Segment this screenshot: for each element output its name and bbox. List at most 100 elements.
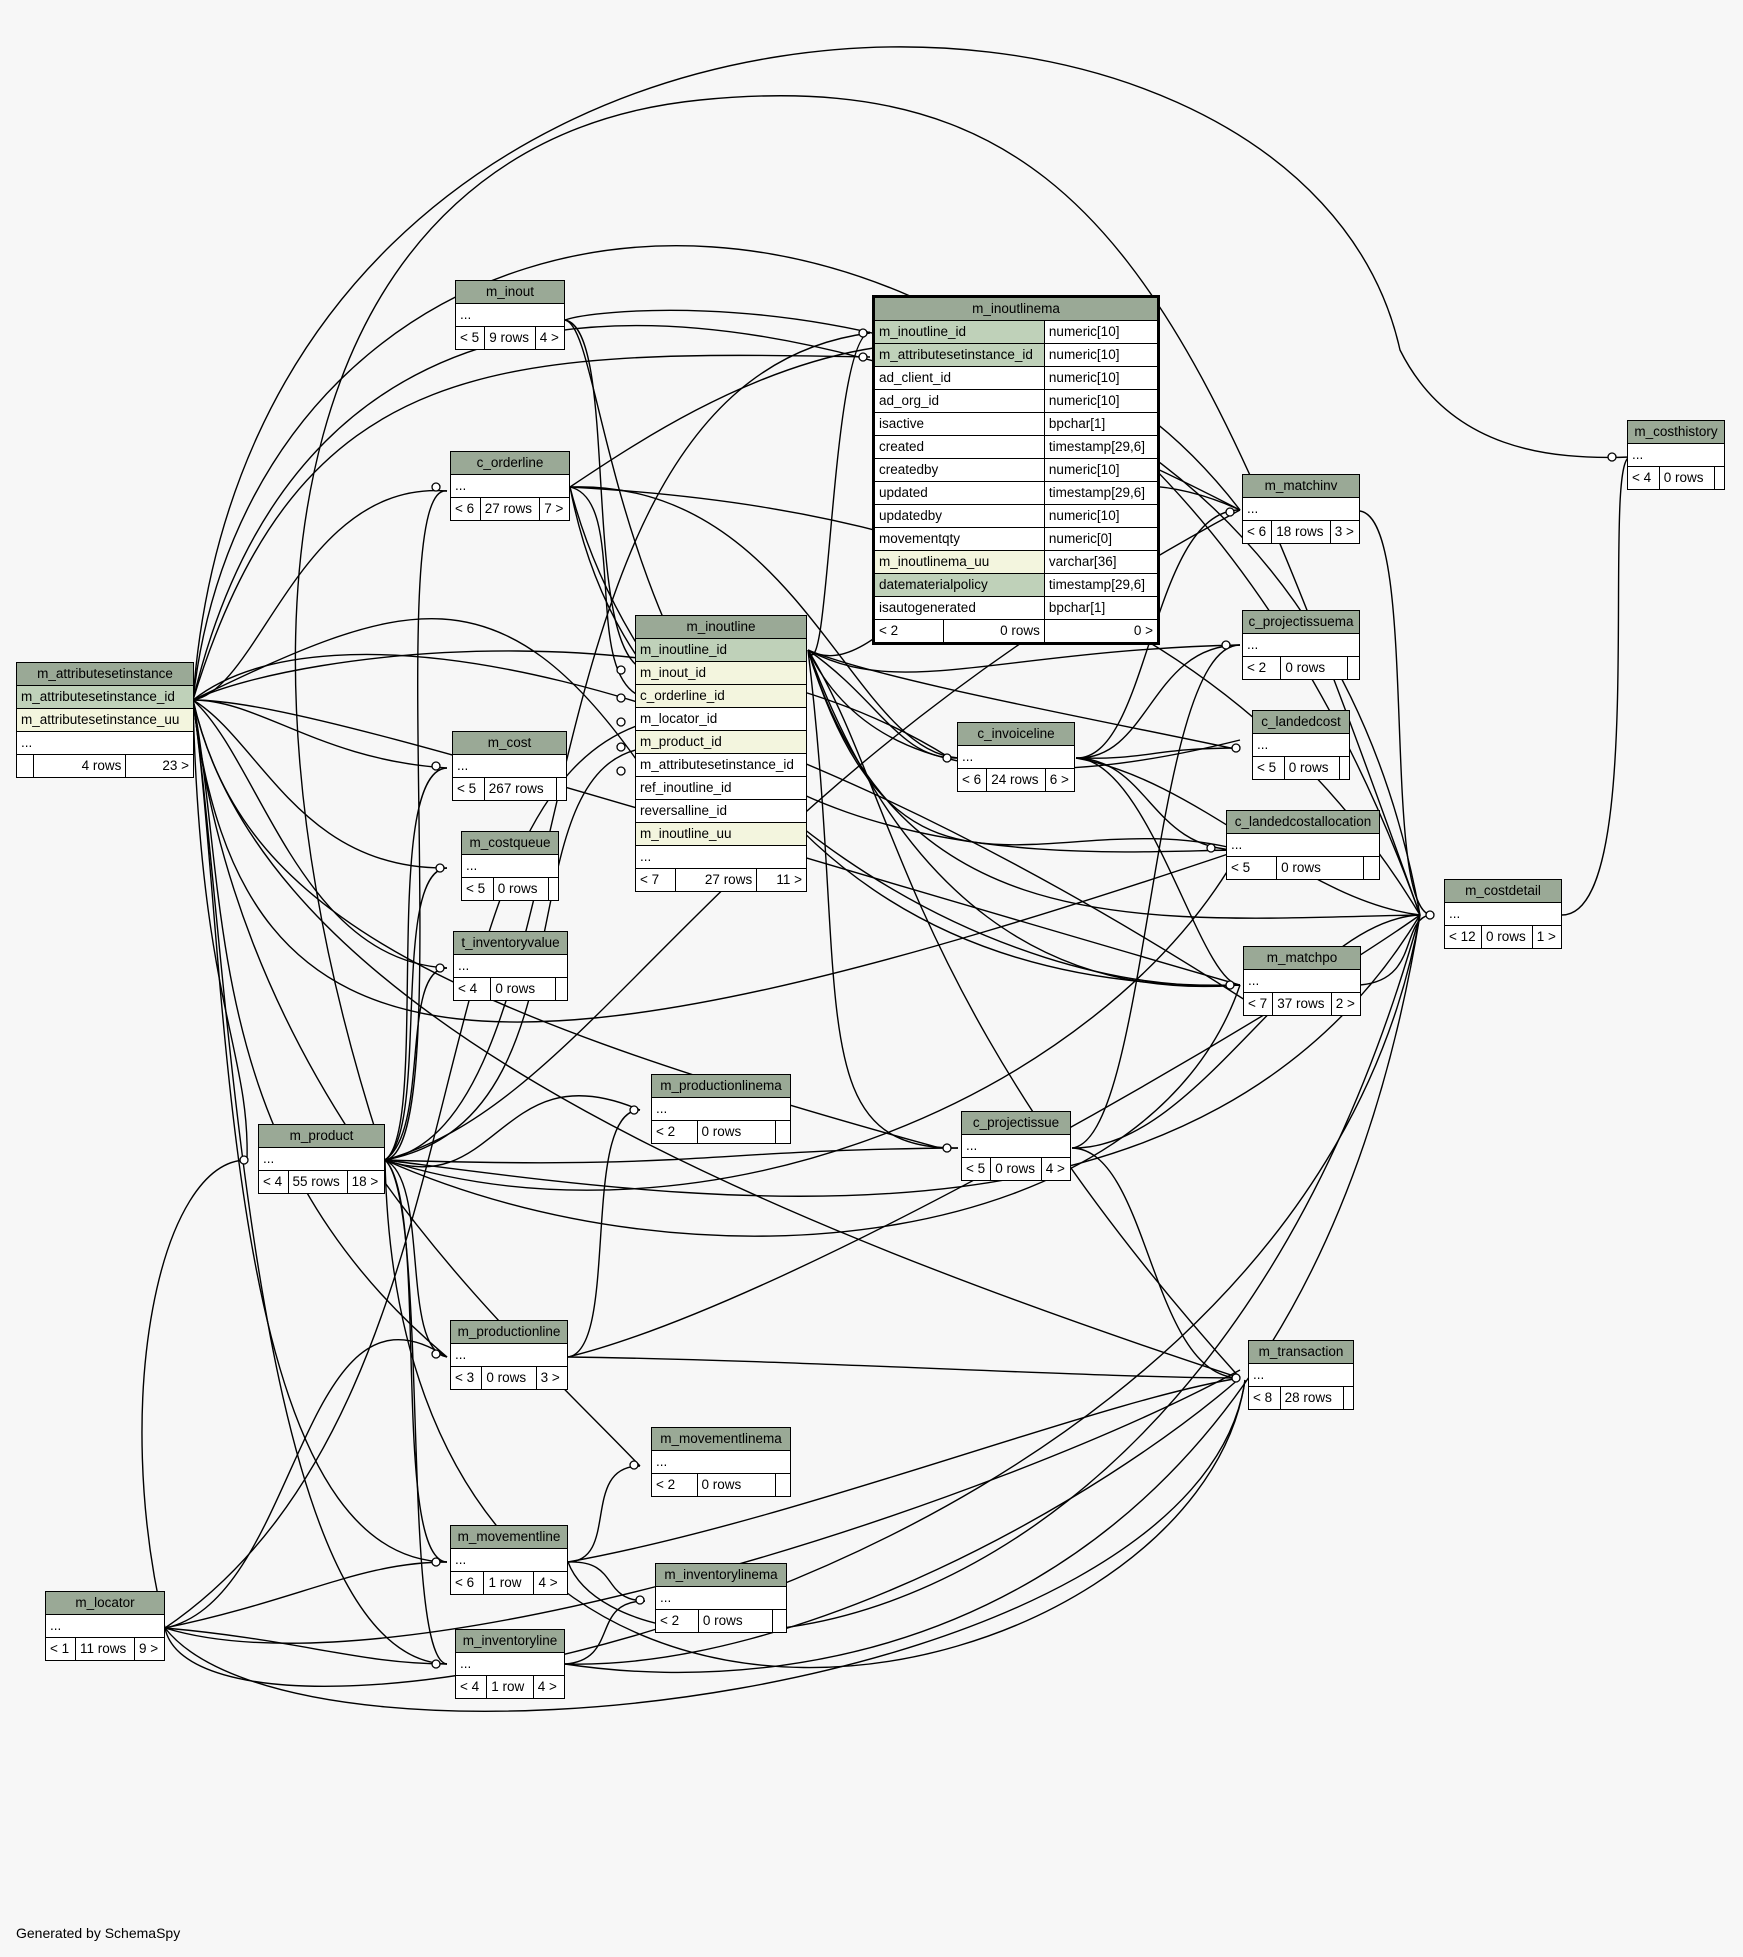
relationship-line <box>192 245 1421 916</box>
relationship-line <box>384 1147 959 1164</box>
table-row: c_projectissue <box>961 1111 1071 1135</box>
table-row: ... <box>655 1586 787 1610</box>
row-count: 55 rows <box>287 1170 348 1194</box>
parents-count: < 1 <box>44 1637 77 1661</box>
parents-count: < 7 <box>634 868 677 892</box>
table-name: m_costhistory <box>1627 420 1725 444</box>
column-name: m_inoutline_id <box>873 320 1045 344</box>
relationship-line <box>192 699 448 969</box>
row-count: 267 rows <box>483 777 557 801</box>
table-row: ... <box>45 1614 165 1638</box>
table-row: ... <box>1243 969 1361 993</box>
table-row: m_costqueue <box>461 831 559 855</box>
relationship-line <box>384 332 871 1161</box>
column-name: m_attributesetinstance_id <box>16 685 194 709</box>
relationship-line <box>141 1159 248 1629</box>
children-count <box>775 1120 791 1144</box>
column-name: isactive <box>873 412 1045 436</box>
table-name: m_inventorylinema <box>655 1563 787 1587</box>
relationship-line <box>384 1095 641 1168</box>
table-row: ... <box>1444 902 1562 926</box>
relationship-endpoint <box>431 1557 441 1567</box>
table-row: m_inventorylinema <box>655 1563 787 1587</box>
columns-collapsed: ... <box>450 474 570 498</box>
parents-count: < 2 <box>1241 656 1282 680</box>
parents-count: < 4 <box>454 1675 488 1699</box>
row-count: 0 rows <box>696 1120 777 1144</box>
children-count: 4 > <box>1040 1157 1072 1181</box>
table-row: m_movementline <box>450 1525 568 1549</box>
table-name: m_movementline <box>450 1525 568 1549</box>
relationship-line <box>164 1561 448 1629</box>
column-type: numeric[10] <box>1043 504 1160 528</box>
relationship-line <box>1071 644 1241 1149</box>
children-count: 6 > <box>1044 768 1076 792</box>
children-count: 0 > <box>1043 619 1160 644</box>
columns-collapsed: ... <box>258 1147 385 1171</box>
relationship-line <box>384 1159 448 1358</box>
column-type: bpchar[1] <box>1043 412 1160 436</box>
children-count <box>775 1473 791 1497</box>
row-count: 24 rows <box>986 768 1046 792</box>
relationship-line <box>384 967 448 1161</box>
parents-count: < 6 <box>956 768 988 792</box>
column-name: m_inoutline_id <box>635 638 807 662</box>
table-name: m_product <box>258 1124 385 1148</box>
table-row: c_projectissuema <box>1242 610 1360 634</box>
columns-collapsed: ... <box>453 954 568 978</box>
relationship-line <box>192 618 646 773</box>
row-count: 0 rows <box>1658 466 1715 490</box>
column-name: ref_inoutline_id <box>635 776 807 800</box>
row-count: 0 rows <box>990 1157 1042 1181</box>
parents-count: < 6 <box>450 497 481 521</box>
generated-by-label: Generated by SchemaSpy <box>16 1925 181 1941</box>
columns-collapsed: ... <box>461 854 559 878</box>
row-count: 37 rows <box>1272 992 1332 1016</box>
relationship-line <box>192 653 1246 1001</box>
table-name: c_orderline <box>450 451 570 475</box>
parents-count: < 6 <box>1241 520 1273 544</box>
relationship-line <box>384 767 448 1161</box>
table-row: t_inventoryvalue <box>453 931 568 955</box>
relationship-line <box>1359 510 1431 916</box>
columns-collapsed: ... <box>1242 633 1360 657</box>
table-name: c_invoiceline <box>957 722 1075 746</box>
relationship-line <box>192 699 448 1358</box>
relationship-line <box>384 1159 448 1665</box>
